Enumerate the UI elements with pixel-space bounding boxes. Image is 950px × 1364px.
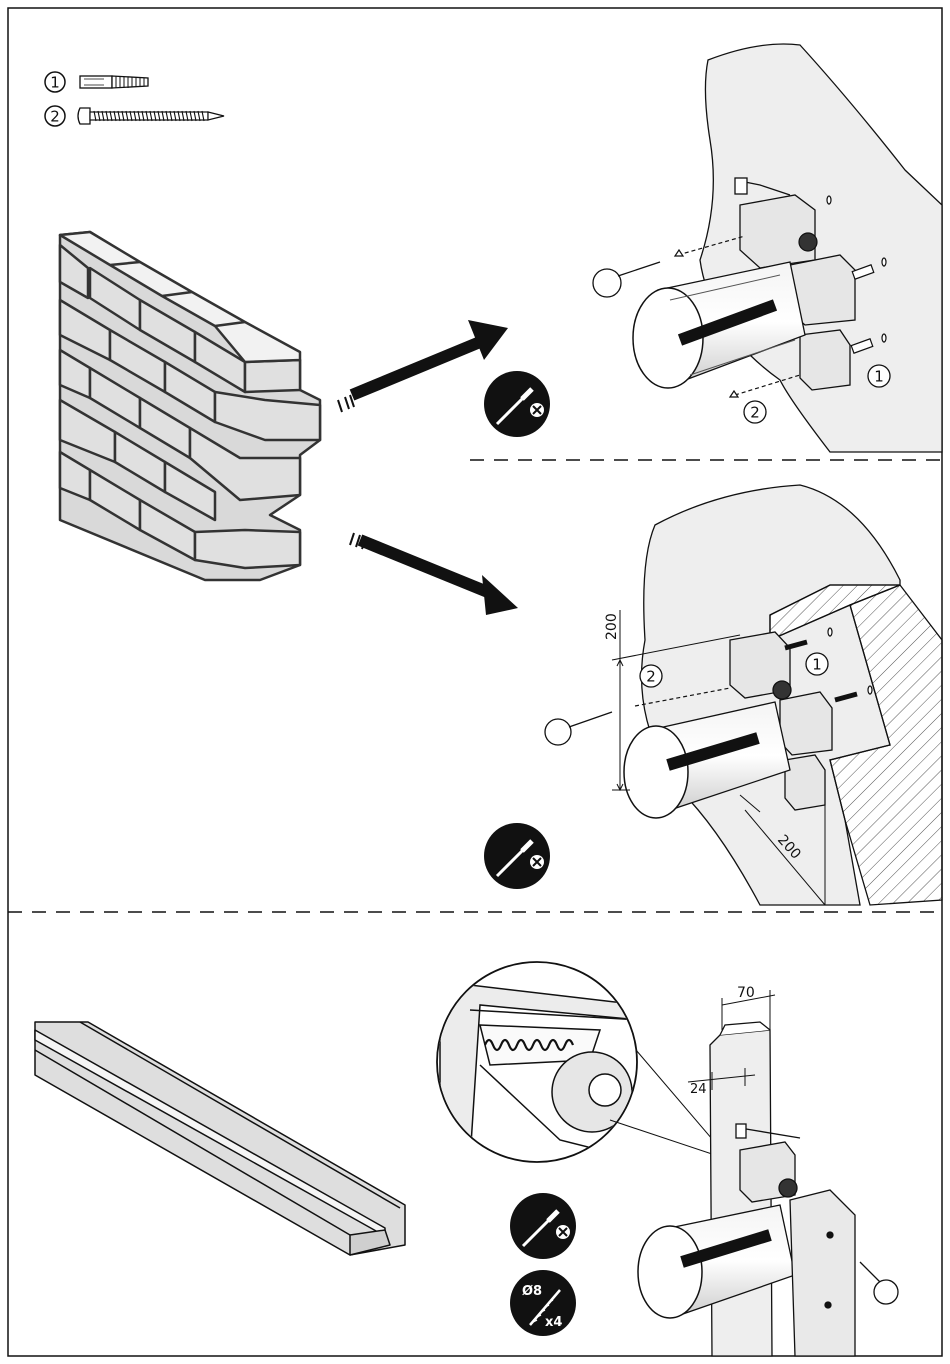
arrow-to-middle-panel	[350, 533, 518, 615]
guide-rail-profile	[35, 1022, 405, 1255]
callout-1-b-text: 1	[812, 656, 822, 674]
drill-diameter-text: Ø8	[522, 1284, 542, 1299]
screwdriver-no-icon-b	[484, 823, 550, 889]
detail-magnifier	[437, 962, 730, 1165]
legend-item-1: 1	[45, 72, 148, 92]
legend-number-2: 2	[50, 108, 60, 126]
screwdriver-no-icon-c	[510, 1193, 576, 1259]
wall-surface	[700, 44, 942, 452]
arrow-to-top-panel	[338, 320, 508, 412]
dim-offset-label: 24	[690, 1082, 707, 1097]
legend-number-1: 1	[50, 74, 60, 92]
callout-2-b: 2	[640, 665, 662, 687]
screw-icon	[78, 108, 224, 124]
callout-1-a: 1	[868, 365, 890, 387]
screwdriver-tool-c	[860, 1262, 898, 1304]
callout-2-b-text: 2	[646, 668, 656, 686]
legend-item-2: 2	[45, 106, 224, 126]
dim-width-label: 70	[737, 985, 755, 1001]
drill-badge: Ø8 x4	[510, 1270, 576, 1336]
callout-1-b: 1	[806, 653, 828, 675]
side-plate	[790, 1190, 855, 1356]
screwdriver-tool-b	[545, 712, 612, 745]
screwdriver-no-icon	[484, 371, 550, 437]
screwdriver-tool	[593, 262, 660, 297]
dim-vertical-label: 200	[604, 613, 620, 640]
legend: 1 2	[45, 72, 224, 126]
wall-plug-icon	[80, 76, 148, 88]
brick-wall	[60, 232, 320, 580]
panel-wall-mount: 1 2	[484, 44, 942, 452]
callout-1-a-text: 1	[874, 368, 884, 386]
callout-2-a: 2	[744, 401, 766, 423]
panel-reveal-mount: 200 200 1 2	[484, 485, 942, 905]
callout-2-a-text: 2	[750, 404, 760, 422]
drill-count-text: x4	[545, 1315, 562, 1330]
